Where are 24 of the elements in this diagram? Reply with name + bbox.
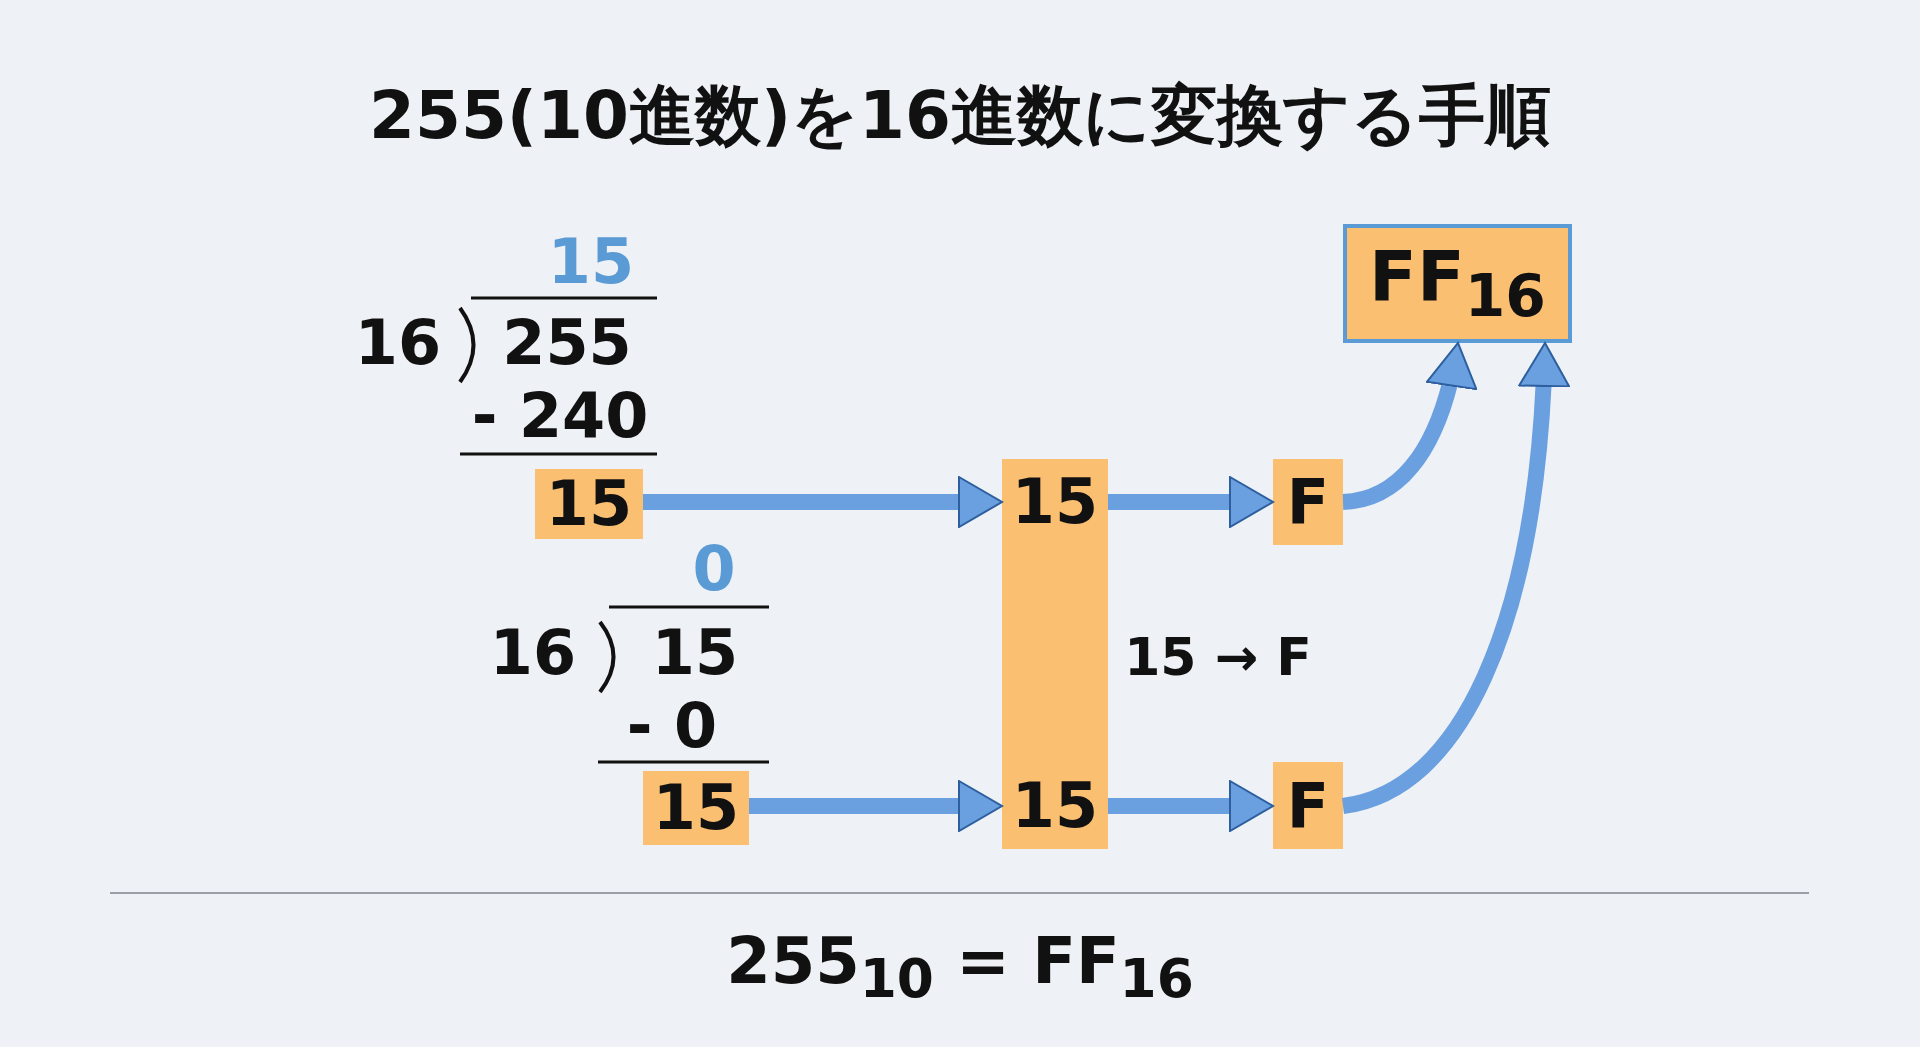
- arrow: [749, 780, 1003, 832]
- remainder-band: [1002, 459, 1108, 849]
- divisor: 16: [489, 622, 577, 684]
- quotient: 15: [547, 231, 635, 293]
- arrow: [643, 476, 1003, 528]
- hex-digit-box: F: [1273, 762, 1343, 849]
- result-formula: 255$_{10}$ = FF$_{16}$: [726, 928, 1194, 1006]
- remainder-box: 15: [535, 469, 643, 539]
- quotient: 0: [692, 538, 736, 600]
- arrow: [1341, 342, 1570, 814]
- number-text: 15: [1011, 775, 1099, 837]
- arrow: [1108, 476, 1274, 528]
- conversion-note: 15 → F: [1124, 631, 1312, 683]
- number-text: 15: [1011, 471, 1099, 533]
- arrow: [1108, 780, 1274, 832]
- dividend: 15: [651, 622, 739, 684]
- dividend: 255: [502, 312, 632, 374]
- result-box: FF$_{16}$: [1343, 224, 1572, 343]
- arrow: [1342, 341, 1477, 510]
- subtraction: - 240: [471, 385, 649, 447]
- hex-digit-box: F: [1273, 459, 1343, 545]
- remainder-box: 15: [643, 771, 749, 845]
- subtraction: - 0: [626, 695, 718, 757]
- divisor: 16: [354, 312, 442, 374]
